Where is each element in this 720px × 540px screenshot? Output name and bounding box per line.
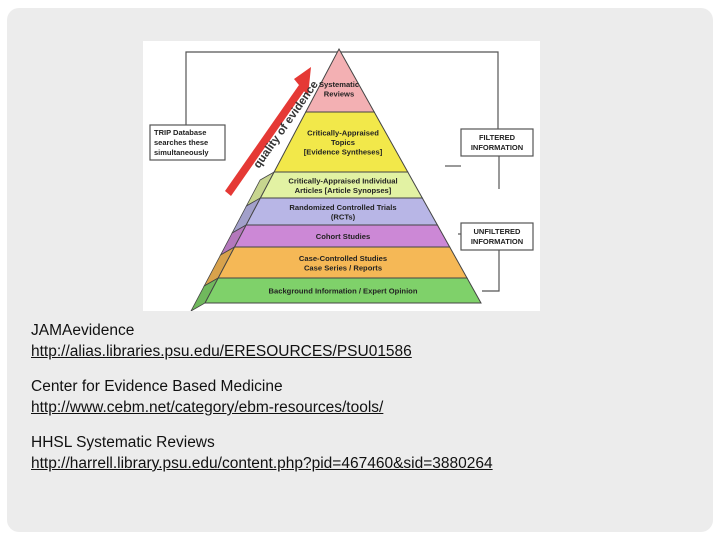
link-title: JAMAevidence: [31, 322, 135, 339]
link-title: HHSL Systematic Reviews: [31, 434, 215, 451]
unfiltered-box-border: [460, 222, 534, 251]
unfiltered-information-box: UNFILTERED INFORMATION: [460, 222, 534, 251]
pyramid-level-label: (RCTs): [331, 212, 356, 221]
trip-bracket-line: [185, 51, 499, 153]
resource-links: JAMAevidence http://alias.libraries.psu.…: [31, 320, 691, 488]
pyramid-level-label: Case-Controlled Studies: [299, 254, 387, 263]
pyramid-front-faces: [204, 47, 482, 304]
evidence-pyramid-svg: SystematicReviewsCritically-AppraisedTop…: [149, 47, 534, 311]
pyramid-level-label: Systematic: [319, 80, 359, 89]
link-url[interactable]: http://www.cebm.net/category/ebm-resourc…: [31, 399, 384, 416]
pyramid-level-label: Articles [Article Synopses]: [295, 186, 392, 195]
pyramid-level-label: [Evidence Syntheses]: [304, 148, 383, 157]
pyramid-level-label: Case Series / Reports: [304, 263, 382, 272]
filtered-line-2: INFORMATION: [471, 143, 523, 152]
pyramid-level-label: Reviews: [324, 89, 354, 98]
link-group-jamaevidence: JAMAevidence http://alias.libraries.psu.…: [31, 320, 691, 362]
link-url[interactable]: http://alias.libraries.psu.edu/ERESOURCE…: [31, 343, 412, 360]
unfiltered-line-2: INFORMATION: [471, 237, 523, 246]
pyramid-level-label: Background Information / Expert Opinion: [269, 287, 418, 296]
trip-database-box: TRIP Database searches these simultaneou…: [149, 124, 226, 161]
unfiltered-line-1: UNFILTERED: [474, 227, 522, 236]
pyramid-level-label: Critically-Appraised Individual: [288, 176, 397, 185]
quality-arrow-head: [294, 67, 311, 96]
link-title: Center for Evidence Based Medicine: [31, 378, 283, 395]
pyramid-level-labels: SystematicReviewsCritically-AppraisedTop…: [269, 80, 418, 296]
filtered-information-box: FILTERED INFORMATION: [460, 128, 534, 157]
trip-line-1: TRIP Database: [154, 128, 206, 137]
filtered-line-1: FILTERED: [479, 133, 516, 142]
quality-arrow-shaft: [225, 85, 305, 196]
pyramid-level-label: Randomized Controlled Trials: [289, 203, 396, 212]
trip-line-3: simultaneously: [154, 148, 209, 157]
link-group-hhsl: HHSL Systematic Reviews http://harrell.l…: [31, 432, 691, 474]
pyramid-level-label: Cohort Studies: [316, 232, 370, 241]
pyramid-level-7: [204, 277, 482, 304]
pyramid-level-label: Critically-Appraised: [307, 129, 379, 138]
link-url[interactable]: http://harrell.library.psu.edu/content.p…: [31, 455, 493, 472]
filtered-box-border: [460, 128, 534, 157]
pyramid-level-label: Topics: [331, 138, 355, 147]
link-group-cebm: Center for Evidence Based Medicine http:…: [31, 376, 691, 418]
trip-box-border: [149, 124, 226, 161]
trip-line-2: searches these: [154, 138, 208, 147]
